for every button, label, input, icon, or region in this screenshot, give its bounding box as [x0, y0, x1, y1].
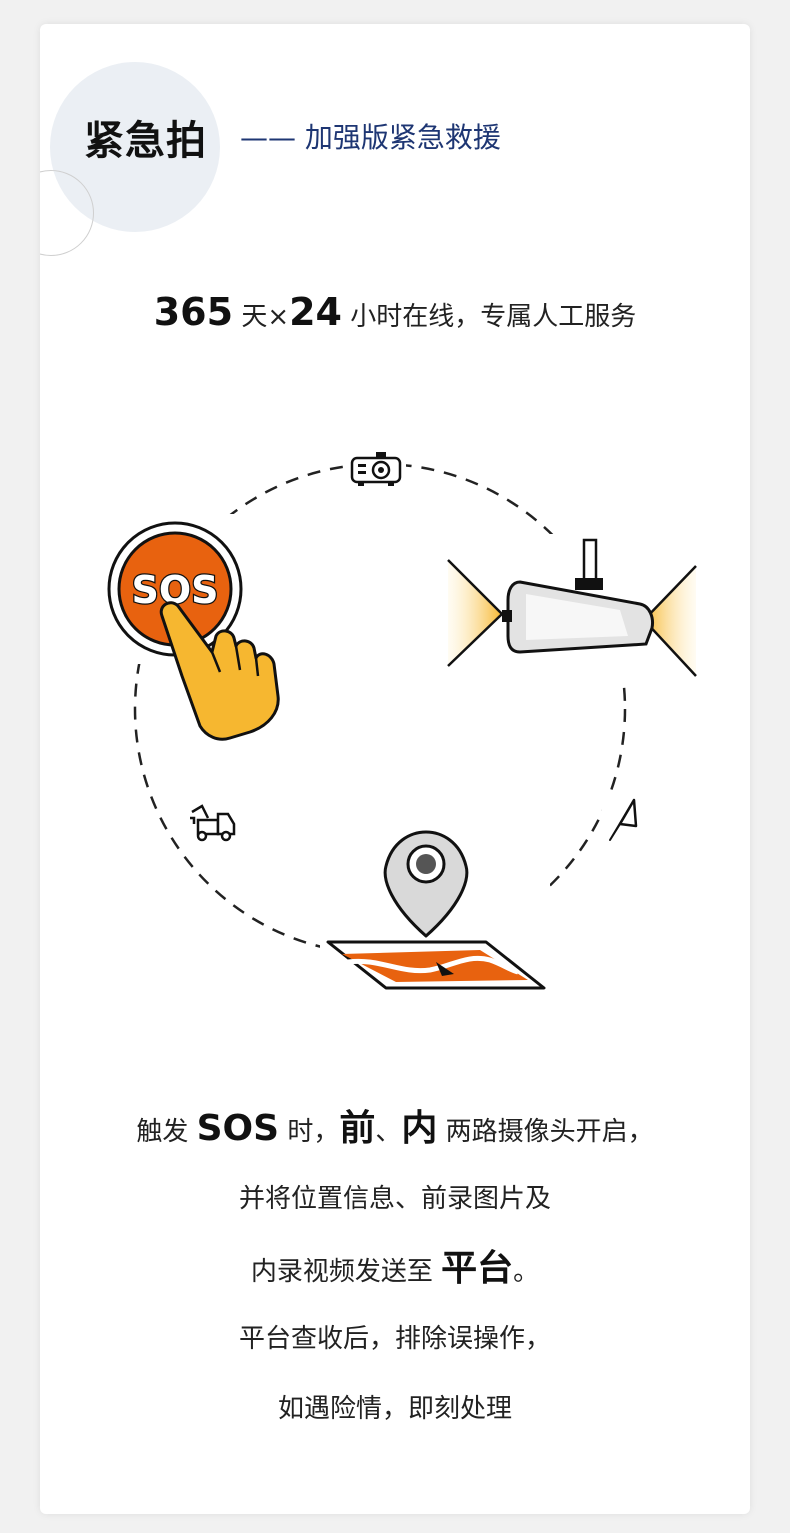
- sos-keyword: SOS: [196, 1108, 280, 1149]
- hours-number: 24: [289, 290, 342, 334]
- description-line-3: 内录视频发送至 平台。: [40, 1234, 750, 1304]
- desc-text: 。: [513, 1257, 540, 1287]
- days-number: 365: [153, 290, 234, 334]
- hours-text: 小时在线，专属人工服务: [350, 302, 637, 332]
- front-keyword: 前: [339, 1108, 376, 1149]
- pointing-hand-icon: [159, 601, 280, 741]
- desc-text: 内录视频发送至: [250, 1257, 442, 1287]
- desc-text: 、: [375, 1117, 402, 1147]
- desc-text: 时，: [279, 1117, 340, 1147]
- page-title: 紧急拍: [84, 118, 207, 164]
- description-line-5: 如遇险情，即刻处理: [277, 1394, 512, 1424]
- page-subtitle: —— 加强版紧急救援: [240, 121, 501, 154]
- camera-projector-icon: [346, 446, 406, 490]
- map-location-icon: [320, 824, 550, 994]
- description-line-4: 平台查收后，排除误操作，: [238, 1324, 551, 1354]
- paper-plane-icon: [602, 794, 640, 844]
- service-tagline: 365 天×24 小时在线，专属人工服务: [40, 290, 750, 334]
- tow-truck-icon: [184, 798, 236, 842]
- sos-workflow-diagram: SOS: [100, 446, 710, 994]
- inner-keyword: 内: [401, 1108, 438, 1149]
- content-card: 紧急拍 —— 加强版紧急救援 365 天×24 小时在线，专属人工服务 SOS: [40, 24, 750, 1514]
- platform-keyword: 平台: [441, 1248, 514, 1289]
- description-line-2: 并将位置信息、前录图片及: [238, 1184, 551, 1214]
- days-text: 天×: [241, 302, 290, 332]
- dashcam-icon: [435, 534, 710, 684]
- feature-description: 触发 SOS 时，前、内 两路摄像头开启， 并将位置信息、前录图片及 内录视频发…: [40, 1094, 750, 1444]
- desc-text: 触发: [136, 1117, 197, 1147]
- desc-text: 两路摄像头开启，: [437, 1117, 654, 1147]
- description-line-1: 触发 SOS 时，前、内 两路摄像头开启，: [40, 1094, 750, 1164]
